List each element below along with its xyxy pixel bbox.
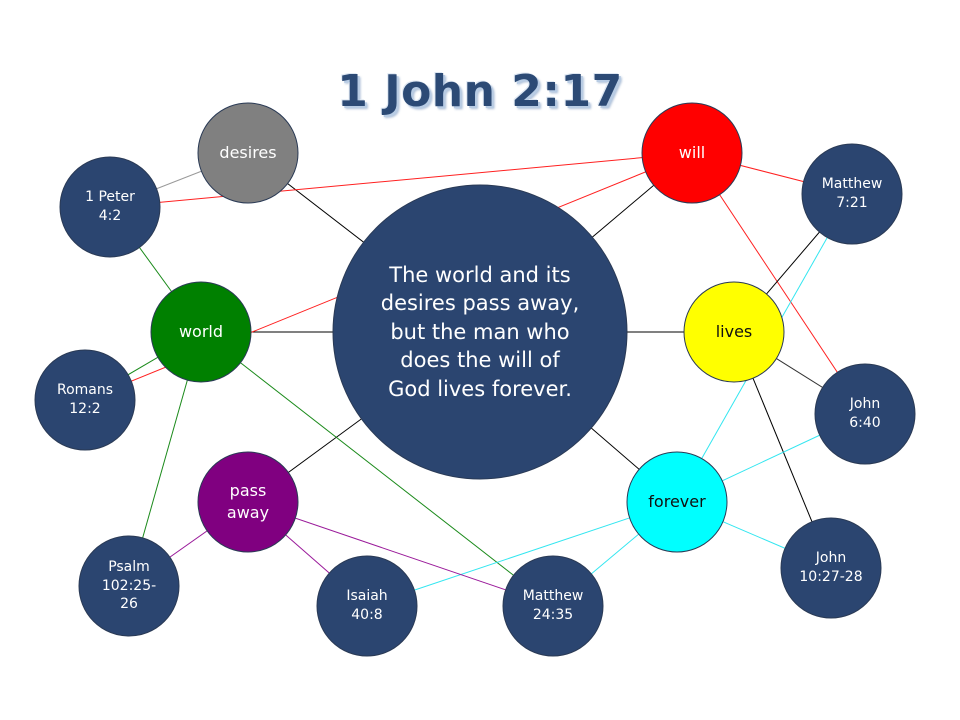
label-john-10-line1: John — [815, 550, 847, 567]
keyword-node-pass-away — [197, 451, 299, 553]
label-romans: Romans 12:2 — [35, 350, 135, 450]
label-desires: desires — [198, 103, 298, 203]
label-desires-text: desires — [219, 143, 277, 163]
label-will: will — [642, 103, 742, 203]
keyword-node-will — [641, 102, 743, 204]
label-peter-line2: 4:2 — [98, 208, 122, 224]
reference-node-peter — [59, 156, 161, 258]
label-world: world — [151, 282, 251, 382]
keyword-node-desires — [197, 102, 299, 204]
label-forever: forever — [627, 452, 727, 552]
label-romans-line2: 12:2 — [69, 401, 101, 417]
label-matthew-24: Matthew 24:35 — [503, 556, 603, 656]
label-isaiah: Isaiah 40:8 — [317, 556, 417, 656]
reference-node-matthew-24 — [502, 555, 604, 657]
label-will-text: will — [678, 143, 706, 163]
label-forever-text: forever — [648, 492, 706, 512]
center-line-3: but the man who — [390, 319, 570, 344]
line-will-peter — [109, 152, 693, 208]
label-psalm: Psalm 102:25- 26 — [79, 536, 179, 636]
label-pass-away-line1: pass — [229, 481, 267, 501]
label-lives-text: lives — [715, 322, 753, 342]
center-line-5: God lives forever. — [388, 376, 572, 401]
center-node — [332, 184, 628, 480]
reference-node-isaiah — [316, 555, 418, 657]
label-john-6-line2: 6:40 — [849, 415, 881, 431]
label-psalm-line3: 26 — [120, 596, 138, 613]
label-pass-away: pass away — [198, 452, 298, 552]
label-john-10-line2: 10:27-28 — [799, 569, 863, 585]
line-forever-isaiah — [366, 501, 678, 607]
line-passaway-matthew24 — [247, 501, 554, 607]
reference-node-psalm — [78, 535, 180, 637]
nodes — [34, 102, 916, 657]
center-line-2: desires pass away, — [380, 291, 580, 316]
label-romans-line1: Romans — [56, 382, 114, 399]
reference-node-matthew-7 — [801, 143, 903, 245]
reference-node-romans — [34, 349, 136, 451]
label-peter-line1: 1 Peter — [85, 189, 135, 206]
line-will-john6 — [691, 152, 866, 415]
label-peter: 1 Peter 4:2 — [60, 157, 160, 257]
label-matthew-24-line2: 24:35 — [532, 607, 574, 623]
label-pass-away-line2: away — [226, 503, 270, 522]
center-line-1: The world and its — [389, 263, 571, 288]
label-psalm-line1: Psalm — [108, 558, 150, 575]
label-john-10: John 10:27-28 — [781, 518, 881, 618]
label-matthew-7-line1: Matthew — [821, 176, 883, 193]
reference-node-john-6 — [814, 363, 916, 465]
label-john-6: John 6:40 — [815, 364, 915, 464]
label-matthew-7: Matthew 7:21 — [802, 144, 902, 244]
center-line-4: does the will of — [400, 348, 560, 373]
label-matthew-7-line2: 7:21 — [836, 195, 868, 211]
line-world-matthew24 — [200, 331, 554, 607]
label-matthew-24-line1: Matthew — [522, 588, 584, 605]
page-title: 1 John 2:17 — [337, 66, 623, 117]
label-lives: lives — [684, 282, 784, 382]
keyword-node-lives — [683, 281, 785, 383]
reference-node-john-10 — [780, 517, 882, 619]
label-isaiah-line1: Isaiah — [346, 588, 388, 605]
label-world-text: world — [178, 322, 224, 342]
keyword-node-forever — [626, 451, 728, 553]
keyword-node-world — [150, 281, 252, 383]
label-isaiah-line2: 40:8 — [351, 607, 383, 623]
label-john-6-line1: John — [849, 396, 881, 413]
label-psalm-line2: 102:25- — [101, 577, 157, 594]
center-verse-text: The world and its desires pass away, but… — [333, 185, 627, 479]
